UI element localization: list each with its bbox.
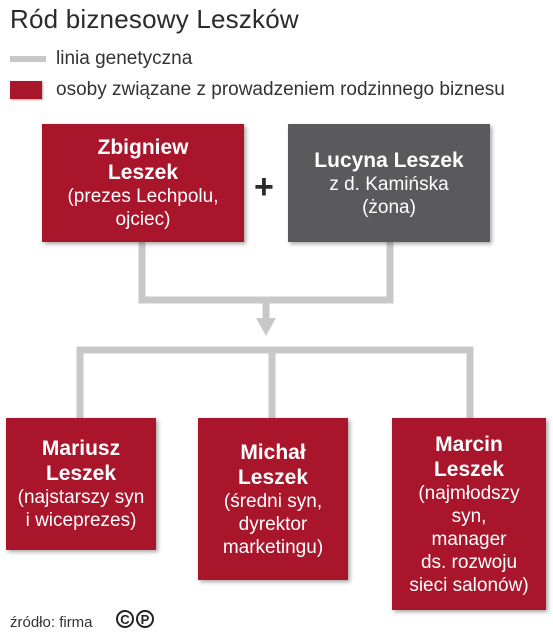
- legend-line-swatch: [10, 56, 46, 62]
- person-name: Zbigniew: [97, 136, 189, 159]
- legend-genetic-line-label: linia genetyczna: [56, 48, 193, 69]
- person-role: sieci salonów): [409, 574, 529, 596]
- source-note: źródło: firma: [10, 614, 93, 631]
- publisher-icon: P: [136, 610, 154, 628]
- down-arrow-icon: [256, 318, 276, 336]
- legend-business-people: osoby związane z prowadzeniem rodzinnego…: [10, 79, 505, 101]
- chart-title: Ród biznesowy Leszków: [10, 4, 299, 34]
- person-name: Leszek: [107, 161, 179, 184]
- person-name: Lucyna Leszek: [314, 148, 464, 172]
- person-zbigniew: Zbigniew Leszek (prezes Lechpolu, ojciec…: [42, 124, 244, 242]
- person-name: Marcin: [435, 432, 503, 456]
- person-role: (średni syn,: [223, 490, 323, 512]
- person-role: syn,: [451, 505, 487, 527]
- person-role: (najstarszy syn: [17, 487, 145, 508]
- person-role: i wiceprezes): [25, 510, 137, 531]
- person-name: Leszek: [433, 457, 505, 481]
- plus-icon: +: [254, 168, 274, 206]
- legend-red-swatch: [10, 81, 42, 99]
- person-name: Leszek: [237, 465, 309, 489]
- person-role: (żona): [362, 196, 416, 218]
- person-michal: Michał Leszek (średni syn, dyrektor mark…: [198, 418, 348, 580]
- person-marcin: Marcin Leszek (najmłodszy syn, manager d…: [392, 418, 546, 610]
- person-role: (prezes Lechpolu,: [67, 186, 219, 207]
- parents-connector: [138, 242, 394, 304]
- legend-genetic-line: linia genetyczna: [10, 48, 192, 70]
- person-mariusz: Mariusz Leszek (najstarszy syn i wicepre…: [6, 418, 156, 550]
- person-role: (najmłodszy: [418, 482, 520, 504]
- person-name: Michał: [240, 440, 306, 464]
- person-role: manager: [431, 528, 507, 550]
- person-role: z d. Kamińska: [329, 173, 449, 195]
- person-name: Leszek: [45, 462, 117, 485]
- person-role: ojciec): [115, 209, 171, 230]
- copyright-icon: C: [116, 610, 134, 628]
- person-name: Mariusz: [41, 437, 121, 460]
- copyright-logo: C P: [116, 610, 156, 628]
- person-lucyna: Lucyna Leszek z d. Kamińska (żona): [288, 124, 490, 242]
- person-role: ds. rozwoju: [420, 551, 518, 573]
- person-role: marketingu): [222, 536, 324, 558]
- person-role: dyrektor: [238, 513, 308, 535]
- legend-business-people-label: osoby związane z prowadzeniem rodzinnego…: [56, 79, 505, 100]
